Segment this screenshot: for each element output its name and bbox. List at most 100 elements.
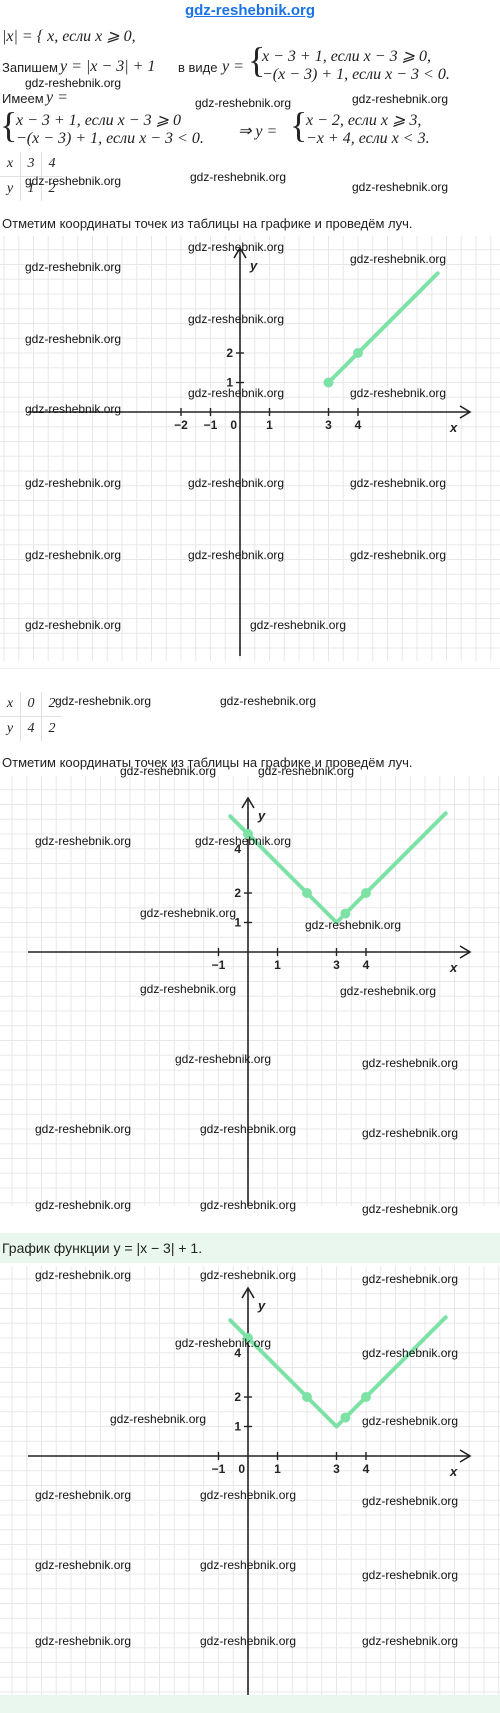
watermark: gdz-reshebnik.org — [362, 1414, 459, 1428]
piecewise-y: y = — [222, 58, 244, 75]
have-case-1: x − 3 + 1, если x − 3 ⩾ 0 — [16, 112, 181, 129]
x-tick-label: −1 — [204, 418, 218, 432]
watermark: gdz-reshebnik.org — [362, 1126, 459, 1140]
watermark: gdz-reshebnik.org — [340, 984, 437, 998]
data-point — [302, 888, 312, 898]
watermark: gdz-reshebnik.org — [220, 694, 317, 708]
watermark: gdz-reshebnik.org — [25, 76, 122, 90]
mark-points-text-2: Отметим координаты точек из таблицы на г… — [2, 755, 413, 770]
write-prefix: Запишем — [2, 60, 58, 75]
watermark: gdz-reshebnik.org — [25, 260, 122, 274]
x-tick-label: 0 — [238, 1462, 245, 1476]
piecewise-case-2: −(x − 3) + 1, если x − 3 < 0. — [262, 66, 450, 83]
left-brace: { — [0, 105, 18, 145]
have-y: y = — [46, 89, 68, 106]
series-line — [228, 1315, 448, 1429]
table-row: x 3 4 — [0, 152, 62, 177]
left-brace: { — [248, 40, 266, 80]
y-tick-label: 2 — [226, 346, 233, 360]
bottom-band — [0, 1695, 500, 1713]
left-brace: { — [290, 105, 308, 145]
x-tick-label: 4 — [355, 418, 362, 432]
piecewise-case-1: x − 3 + 1, если x − 3 ⩾ 0, — [262, 48, 431, 65]
table-cell: x — [0, 152, 21, 177]
watermark: gdz-reshebnik.org — [200, 1558, 297, 1572]
table-cell: 1 — [20, 176, 42, 201]
values-table-1: x 3 4 y 1 2 — [0, 152, 62, 201]
x-tick-label: 3 — [333, 958, 340, 972]
y-tick-label: 2 — [234, 886, 241, 900]
watermark: gdz-reshebnik.org — [352, 180, 449, 194]
x-axis-label: x — [449, 1464, 458, 1479]
have-case-2: −(x − 3) + 1, если x − 3 < 0. — [16, 130, 204, 147]
watermark: gdz-reshebnik.org — [35, 1634, 132, 1648]
watermark: gdz-reshebnik.org — [305, 918, 402, 932]
table-row: y 1 2 — [0, 176, 62, 201]
watermark: gdz-reshebnik.org — [362, 1494, 459, 1508]
abs-definition-line: |x| = { x, если x ⩾ 0, — [2, 28, 136, 45]
table-cell: 2 — [48, 181, 56, 196]
data-point — [302, 1392, 312, 1402]
watermark: gdz-reshebnik.org — [188, 240, 285, 254]
data-point — [243, 829, 253, 839]
series-line — [326, 271, 440, 385]
data-point — [361, 888, 371, 898]
site-title[interactable]: gdz-reshebnik.org — [184, 2, 315, 19]
y-tick-label: 1 — [226, 376, 233, 390]
x-axis-arrow — [459, 405, 472, 419]
x-tick-label: 3 — [325, 418, 332, 432]
watermark: gdz-reshebnik.org — [200, 1198, 297, 1212]
table-cell: 2 — [41, 692, 62, 717]
table-row: x 0 2 — [0, 692, 62, 717]
watermark: gdz-reshebnik.org — [362, 1202, 459, 1216]
x-axis-label: x — [449, 960, 458, 975]
watermark: gdz-reshebnik.org — [195, 834, 292, 848]
table-cell: 0 — [20, 692, 42, 717]
watermark: gdz-reshebnik.org — [188, 476, 285, 490]
watermark: gdz-reshebnik.org — [35, 1198, 132, 1212]
x-tick-label: −1 — [212, 958, 226, 972]
watermark: gdz-reshebnik.org — [200, 1122, 297, 1136]
y-axis-arrow — [241, 1286, 255, 1299]
watermark: gdz-reshebnik.org — [25, 476, 122, 490]
watermark: gdz-reshebnik.org — [195, 96, 292, 110]
watermark: gdz-reshebnik.org — [175, 1336, 272, 1350]
y-axis-label: y — [257, 1298, 266, 1313]
x-tick-label: 4 — [363, 1462, 370, 1476]
y-axis-arrow — [233, 246, 247, 259]
watermark: gdz-reshebnik.org — [362, 1634, 459, 1648]
watermark: gdz-reshebnik.org — [110, 1412, 207, 1426]
watermark: gdz-reshebnik.org — [55, 694, 152, 708]
table-cell: 4 — [20, 716, 42, 741]
x-tick-label: 1 — [274, 1462, 281, 1476]
y-tick-label: 1 — [234, 916, 241, 930]
watermark: gdz-reshebnik.org — [362, 1272, 459, 1286]
watermark: gdz-reshebnik.org — [140, 906, 237, 920]
watermark: gdz-reshebnik.org — [188, 312, 285, 326]
watermark: gdz-reshebnik.org — [200, 1488, 297, 1502]
watermark: gdz-reshebnik.org — [35, 1122, 132, 1136]
watermark: gdz-reshebnik.org — [35, 1488, 132, 1502]
x-axis-arrow — [459, 945, 472, 959]
data-point — [323, 377, 334, 388]
graph-caption: График функции y = |x − 3| + 1. — [2, 1240, 203, 1256]
data-point — [243, 1333, 253, 1343]
watermark: gdz-reshebnik.org — [120, 764, 217, 778]
x-tick-label: 0 — [230, 418, 237, 432]
data-point — [340, 1412, 351, 1423]
table-row: y 4 2 — [0, 716, 62, 741]
caption-band — [0, 1233, 500, 1263]
implies-y: ⇒ y = — [238, 123, 278, 140]
watermark: gdz-reshebnik.org — [25, 332, 122, 346]
x-tick-label: 1 — [266, 418, 273, 432]
data-point — [361, 1392, 371, 1402]
watermark: gdz-reshebnik.org — [25, 618, 122, 632]
y-axis-label: y — [257, 808, 266, 823]
watermark: gdz-reshebnik.org — [362, 1346, 459, 1360]
watermark: gdz-reshebnik.org — [35, 1268, 132, 1282]
